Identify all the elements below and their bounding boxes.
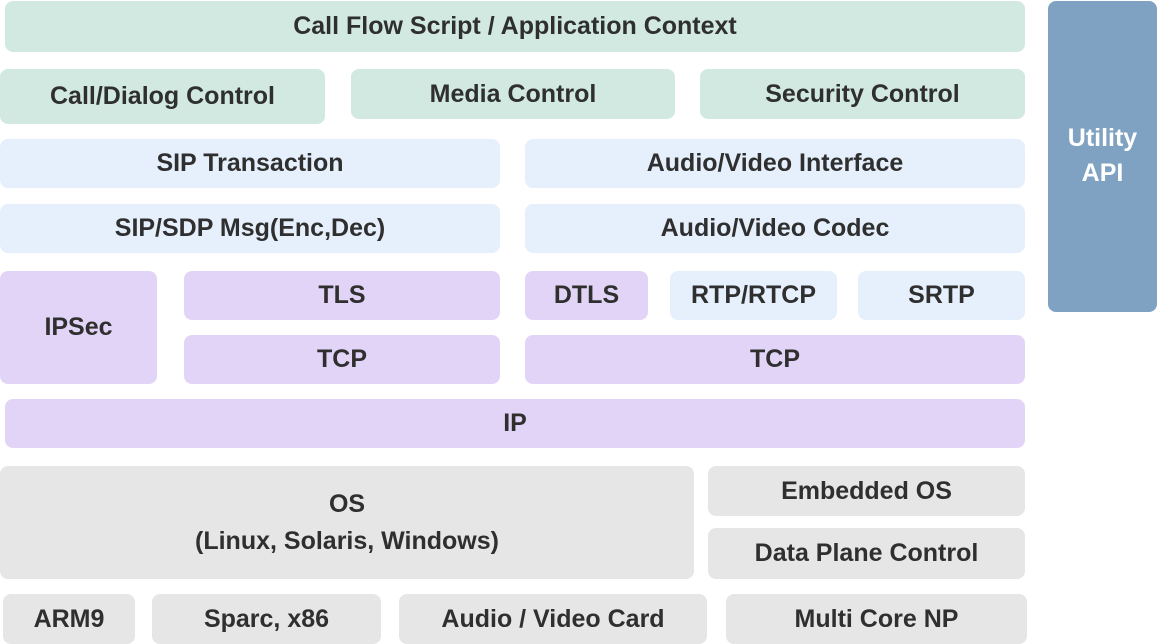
av-card-box: Audio / Video Card bbox=[399, 594, 707, 644]
embedded-os-box: Embedded OS bbox=[708, 466, 1025, 516]
utility-api-box: Utility API bbox=[1048, 1, 1157, 312]
av-card-label: Audio / Video Card bbox=[441, 604, 665, 633]
sparc-x86-box: Sparc, x86 bbox=[152, 594, 381, 644]
multi-core-np-box: Multi Core NP bbox=[726, 594, 1027, 644]
embedded-os-label: Embedded OS bbox=[781, 476, 952, 505]
tcp-left-box: TCP bbox=[184, 335, 500, 384]
tcp-left-label: TCP bbox=[317, 345, 367, 374]
av-interface-label: Audio/Video Interface bbox=[646, 149, 904, 178]
call-dialog-control-label: Call/Dialog Control bbox=[50, 82, 275, 111]
data-plane-control-label: Data Plane Control bbox=[754, 539, 979, 568]
os-box: OS (Linux, Solaris, Windows) bbox=[0, 466, 694, 579]
sip-transaction-box: SIP Transaction bbox=[0, 139, 500, 188]
sip-sdp-msg-box: SIP/SDP Msg(Enc,Dec) bbox=[0, 204, 500, 253]
multi-core-np-label: Multi Core NP bbox=[794, 604, 959, 633]
tcp-right-box: TCP bbox=[525, 335, 1025, 384]
rtp-rtcp-box: RTP/RTCP bbox=[670, 271, 837, 320]
av-interface-box: Audio/Video Interface bbox=[525, 139, 1025, 188]
sip-transaction-label: SIP Transaction bbox=[156, 149, 344, 178]
os-subtitle: (Linux, Solaris, Windows) bbox=[195, 526, 499, 555]
av-codec-label: Audio/Video Codec bbox=[660, 214, 890, 243]
data-plane-control-box: Data Plane Control bbox=[708, 528, 1025, 579]
security-control-box: Security Control bbox=[700, 69, 1025, 119]
security-control-label: Security Control bbox=[765, 79, 960, 108]
arm9-label: ARM9 bbox=[33, 604, 105, 633]
call-flow-script-label: Call Flow Script / Application Context bbox=[293, 12, 737, 41]
tcp-right-label: TCP bbox=[750, 345, 800, 374]
dtls-label: DTLS bbox=[553, 281, 620, 310]
call-flow-script-box: Call Flow Script / Application Context bbox=[5, 1, 1025, 52]
ipsec-box: IPSec bbox=[0, 271, 157, 384]
dtls-box: DTLS bbox=[525, 271, 648, 320]
sparc-x86-label: Sparc, x86 bbox=[203, 604, 330, 633]
srtp-label: SRTP bbox=[908, 281, 975, 310]
media-control-label: Media Control bbox=[429, 79, 597, 108]
tls-label: TLS bbox=[318, 281, 366, 310]
ip-box: IP bbox=[5, 399, 1025, 448]
os-title: OS bbox=[328, 490, 366, 519]
ipsec-label: IPSec bbox=[44, 313, 113, 342]
call-dialog-control-box: Call/Dialog Control bbox=[0, 69, 325, 124]
av-codec-box: Audio/Video Codec bbox=[525, 204, 1025, 253]
ip-label: IP bbox=[503, 409, 527, 438]
utility-api-line1: Utility bbox=[1067, 124, 1138, 152]
arm9-box: ARM9 bbox=[3, 594, 135, 644]
media-control-box: Media Control bbox=[351, 69, 675, 119]
tls-box: TLS bbox=[184, 271, 500, 320]
rtp-rtcp-label: RTP/RTCP bbox=[691, 281, 816, 310]
utility-api-line2: API bbox=[1081, 159, 1124, 187]
srtp-box: SRTP bbox=[858, 271, 1025, 320]
sip-sdp-msg-label: SIP/SDP Msg(Enc,Dec) bbox=[114, 214, 386, 243]
